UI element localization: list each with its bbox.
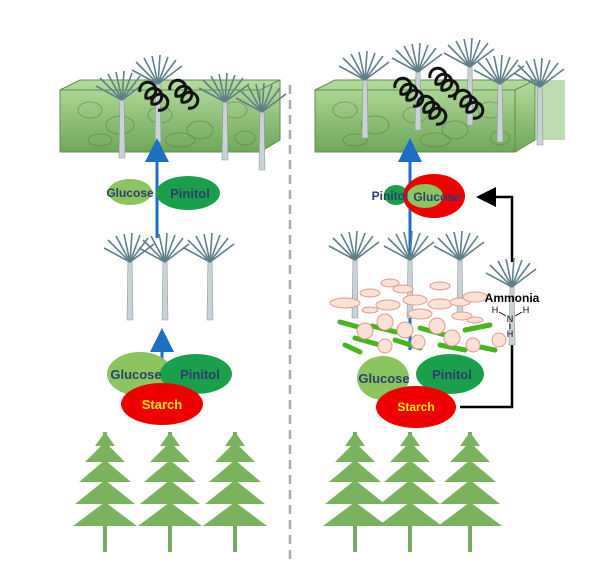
glucose-label: Glucose [106,186,154,200]
ammonia-structure: H H N H [492,305,530,339]
starch-label: Starch [142,397,183,412]
bacteria [337,319,498,355]
pinitol-ellipse [156,176,220,210]
spores [356,313,507,354]
feedback-arrow [476,187,514,262]
tree [73,432,137,552]
feedback-line [460,345,514,409]
fungus [103,232,155,321]
pinitol-label: Pinitol [170,186,210,201]
glucose-label: Glucose [358,371,409,386]
fungus [138,232,190,321]
left-panel: Glucose Pinitol Glucose Pinitol Starch [59,54,287,552]
right-panel: Pinitol Glucose Glucose Pinitol Starch [314,37,565,552]
ammonia-label: Ammonia [485,291,540,305]
tree [323,432,387,552]
glucose-core [407,184,443,208]
pinitol-ellipse [416,354,484,394]
glucose-label: Glucose [110,367,161,382]
pinitol-ellipse [160,354,232,394]
n-atom: N [507,314,514,324]
tree [138,432,202,552]
glucose-label: Glucose [413,190,461,204]
pinitol-ellipse [384,185,408,205]
leaf-tissue [59,79,281,153]
pink-particles [329,278,488,324]
h-atom: H [523,305,530,315]
fungus [183,232,235,321]
starch-ellipse [121,383,203,425]
tree [378,432,442,552]
glucose-ellipse [108,179,152,205]
starch-ellipse [376,386,456,428]
h-atom: H [492,305,499,315]
tree [203,432,267,552]
pinitol-label: Pinitol [432,367,472,382]
tree [438,432,502,552]
h-atom: H [507,329,514,339]
starch-label: Starch [397,400,434,414]
pinitol-label: Pinitol [372,189,409,203]
pinitol-label: Pinitol [180,367,220,382]
